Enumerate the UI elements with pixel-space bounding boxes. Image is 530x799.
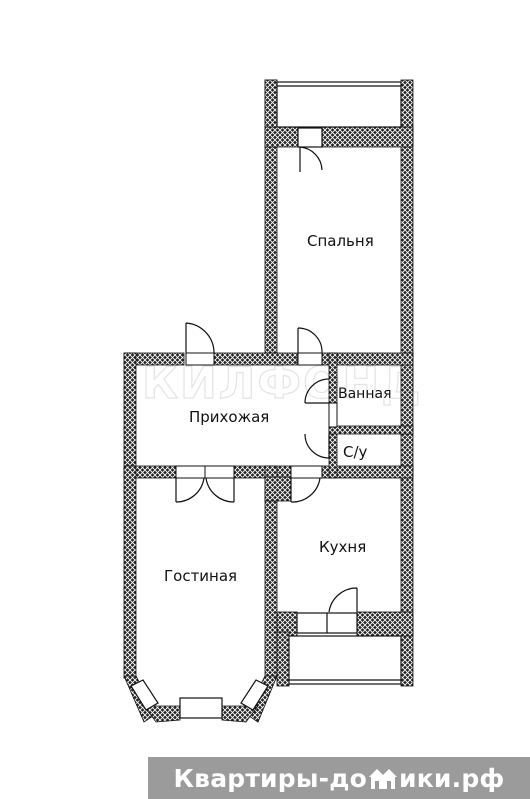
window-bay-right <box>240 679 269 711</box>
door-entrance <box>185 322 215 354</box>
balcony-frame <box>276 81 402 128</box>
door-balcony <box>299 146 323 172</box>
door-bathroom <box>304 378 330 404</box>
loggia-frame <box>288 635 402 685</box>
window-bedroom <box>297 127 323 148</box>
watermark: КИЛФОНД <box>142 358 422 409</box>
door-loggia <box>328 587 358 613</box>
door-living-left <box>175 477 205 503</box>
door-kitchen <box>290 477 321 503</box>
banner-text-end: ики.рф <box>399 763 505 793</box>
room-label-bathroom: Ванная <box>338 386 392 402</box>
houses-icon <box>369 769 398 789</box>
room-label-hallway: Прихожая <box>189 408 269 426</box>
window-bay-center <box>179 697 223 719</box>
door-bedroom <box>297 327 323 354</box>
site-banner[interactable]: Квартиры-до ики.рф <box>148 757 530 799</box>
door-toilet <box>304 433 330 459</box>
room-label-toilet: С/у <box>343 443 368 461</box>
room-label-living-room: Гостиная <box>164 567 237 585</box>
window-bay-left <box>130 679 159 711</box>
door-living-right <box>205 477 235 503</box>
room-label-kitchen: Кухня <box>319 538 366 556</box>
room-label-bedroom: Спальня <box>307 232 374 250</box>
banner-text-start: Квартиры-до <box>173 763 368 793</box>
